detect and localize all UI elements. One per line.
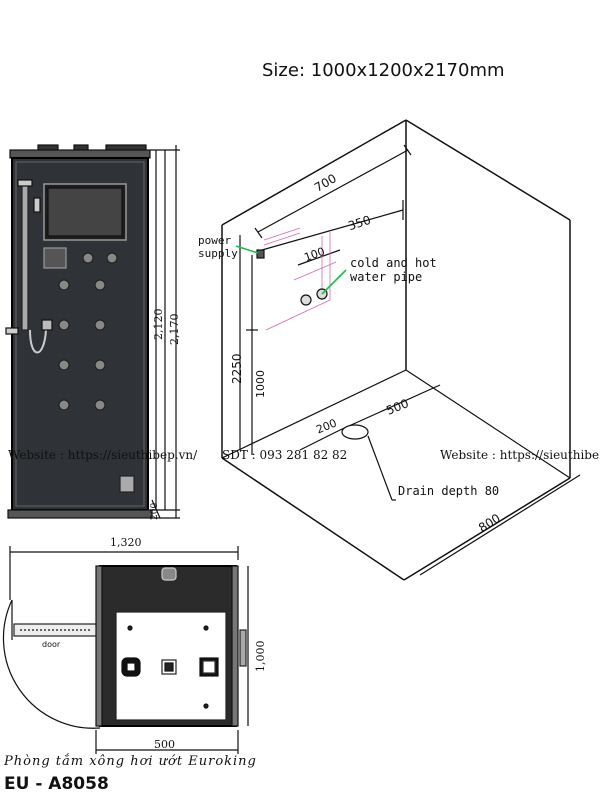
- drain-hole: [341, 424, 369, 440]
- power-supply-box: [256, 249, 265, 259]
- dim-1000: 1000: [254, 370, 267, 398]
- watermark-website-right: Website : https://sieuthibe: [440, 448, 600, 462]
- product-name: Phòng tắm xông hơi ướt Euroking: [4, 754, 257, 769]
- isometric-view: [221, 119, 581, 581]
- control-panel: [43, 247, 67, 269]
- massage-jets: [58, 252, 118, 411]
- power-supply-label: power supply: [198, 234, 238, 260]
- watermark-phone: SDT : 093 281 82 82: [222, 448, 348, 462]
- dim-1320: 1,320: [110, 536, 142, 549]
- dim-inner-height: 2,120: [152, 308, 165, 341]
- size-label: Size: 1000x1200x2170mm: [262, 60, 505, 81]
- shower-rail: [21, 179, 29, 331]
- plan-view: [2, 546, 249, 754]
- dim-outer-height: 2,170: [168, 313, 181, 346]
- watermark-website-left: Website : https://sieuthibep.vn/: [8, 448, 198, 462]
- dim-500-plan: 500: [154, 738, 175, 751]
- water-pipe-label: cold and hot water pipe: [350, 256, 437, 284]
- front-view: [5, 144, 180, 519]
- door-label: door: [42, 640, 61, 649]
- model-number: EU - A8058: [4, 774, 109, 794]
- dim-1000-plan: 1,000: [254, 640, 267, 673]
- drain-depth-label: Drain depth 80: [398, 484, 500, 498]
- water-pipe-hot: [300, 294, 312, 306]
- dim-base: 200: [150, 502, 160, 520]
- dim-2250: 2250: [230, 353, 244, 384]
